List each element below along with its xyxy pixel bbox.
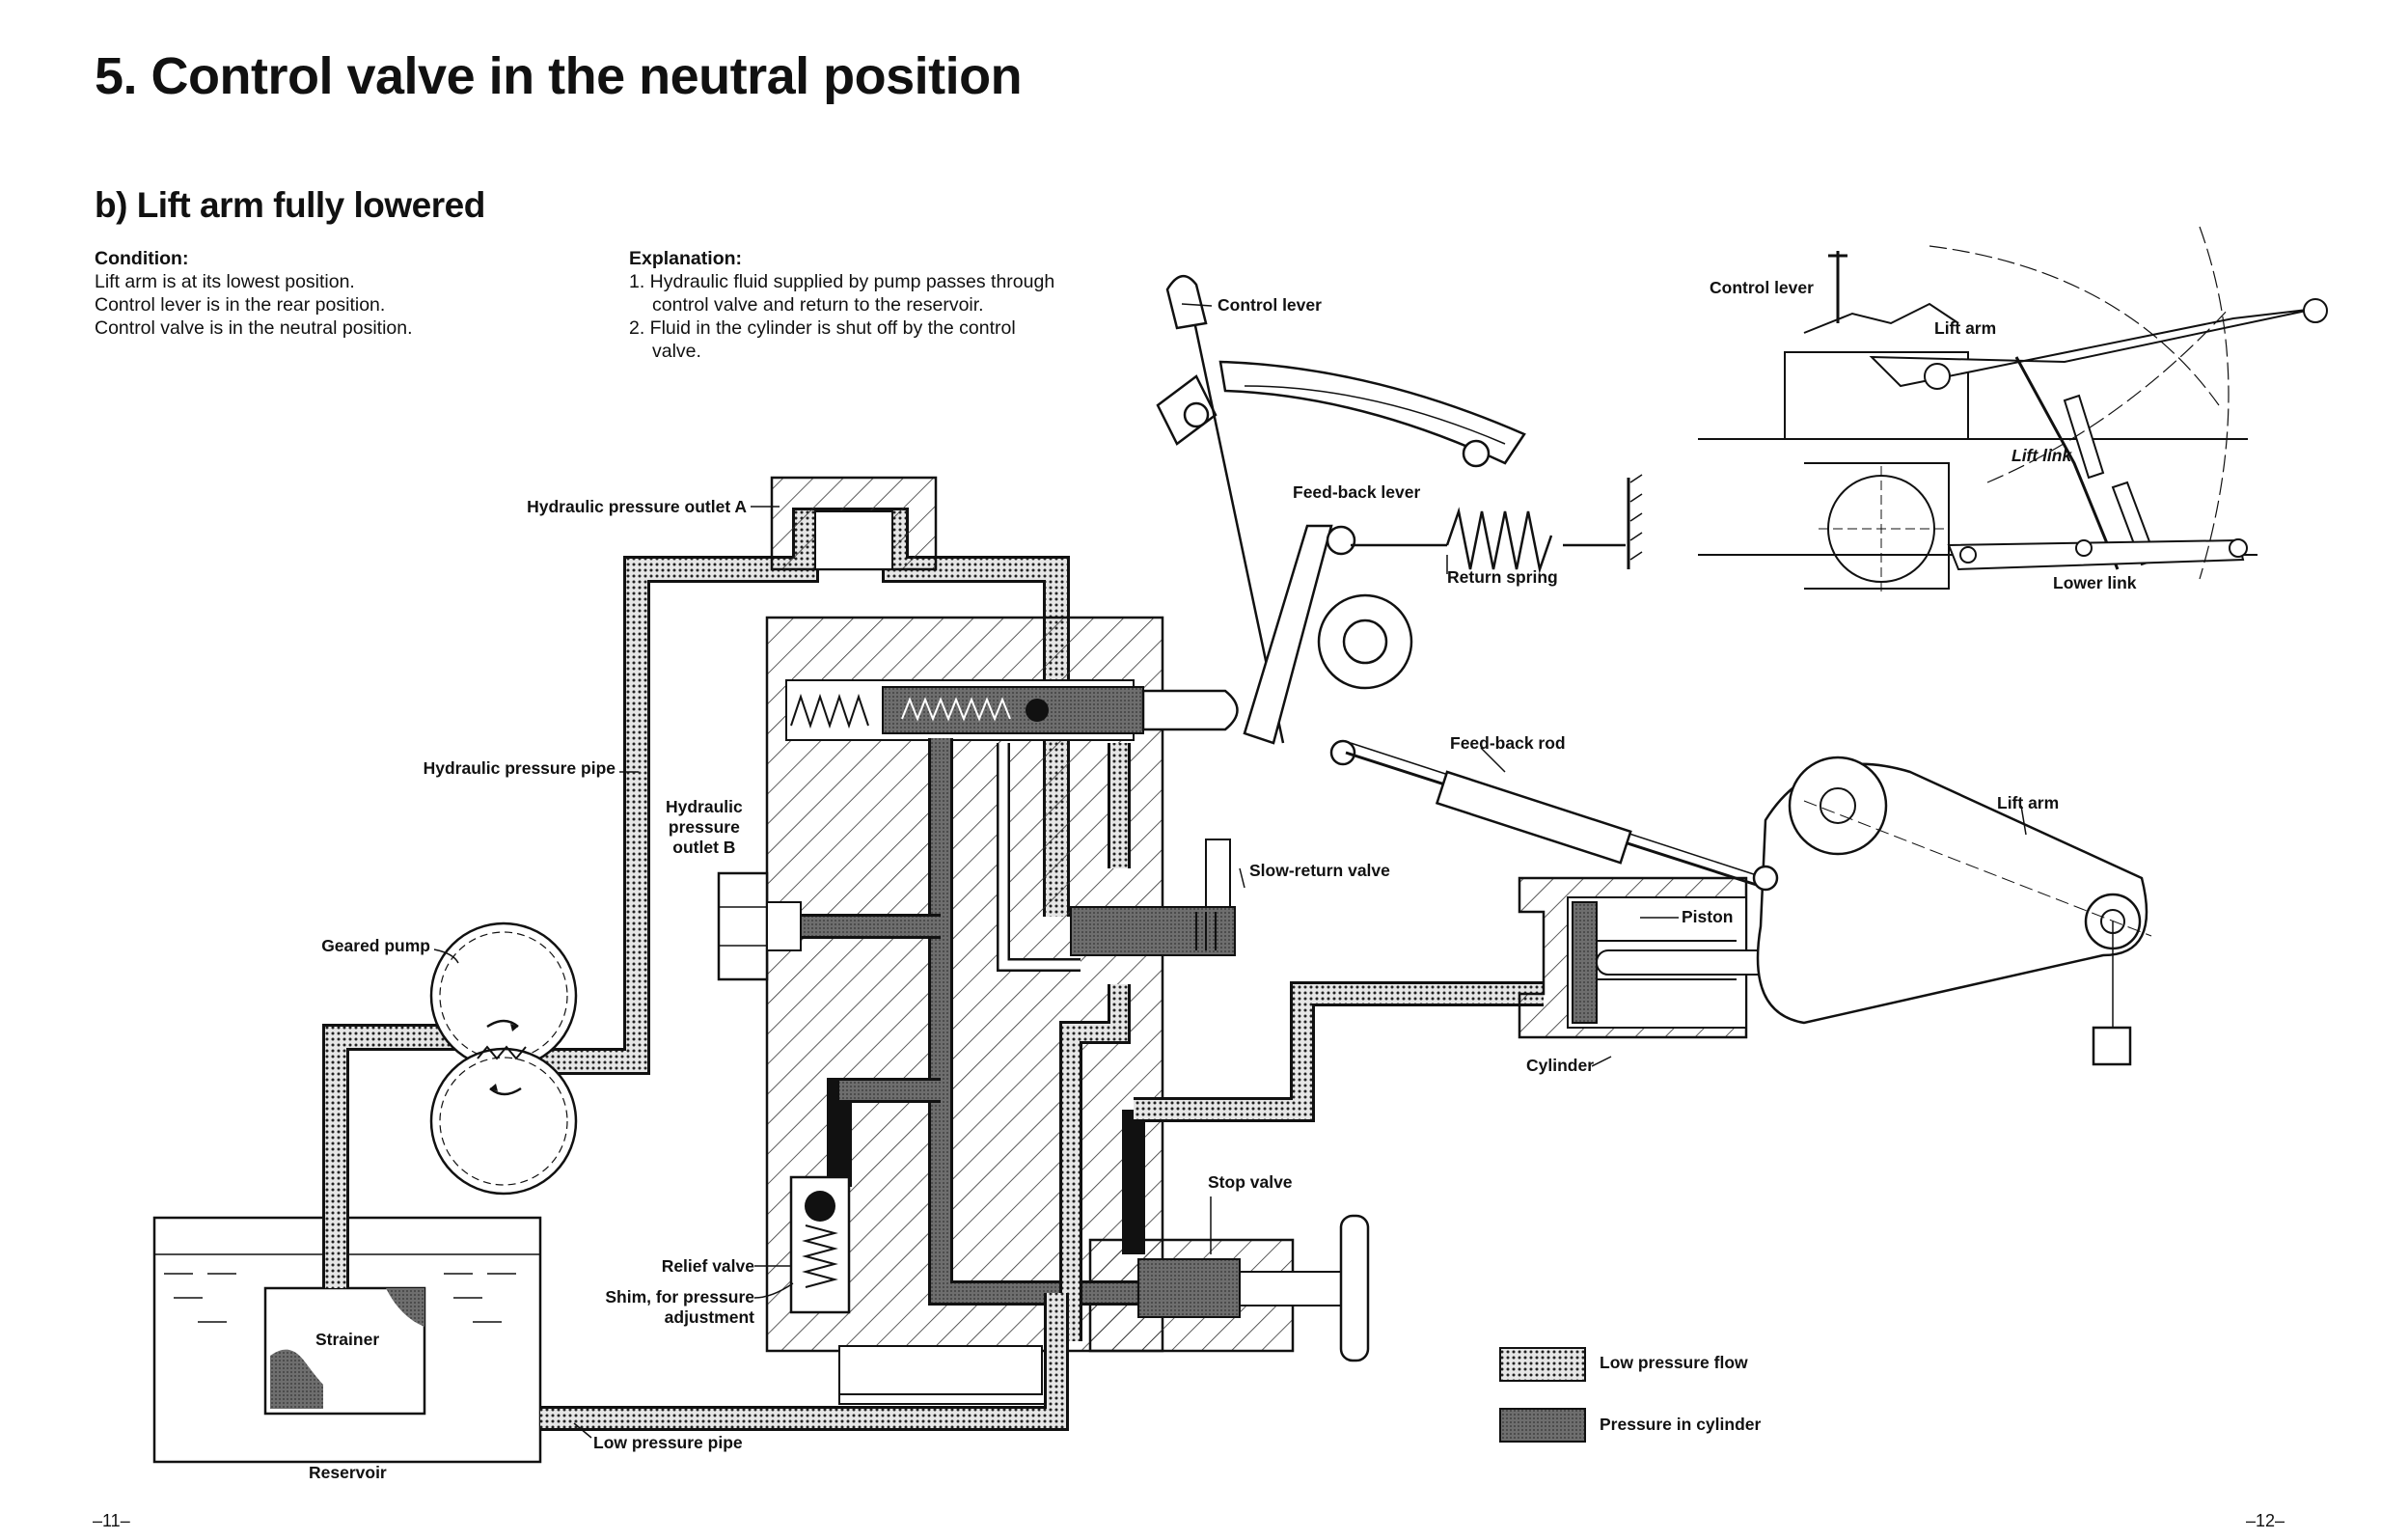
label-inset-lift-arm: Lift arm (1934, 318, 1997, 338)
geared-pump (429, 921, 578, 1196)
page-number-left: –11– (93, 1511, 130, 1530)
outlet-b-plug (717, 871, 802, 981)
internal-passages (801, 738, 1544, 1405)
label-inset-control-lever: Control lever (1710, 278, 1814, 297)
explanation-block: Explanation: 1. Hydraulic fluid supplied… (629, 247, 1054, 363)
legend-swatch-pressure-cylinder (1499, 1408, 1586, 1443)
explanation-line: control valve and return to the reservoi… (652, 294, 984, 316)
label-strainer: Strainer (315, 1330, 380, 1349)
label-outlet-b-line: Hydraulic (666, 797, 743, 816)
slow-return-valve (1070, 839, 1236, 956)
label-lift-arm: Lift arm (1997, 793, 2060, 812)
condition-block: Condition: Lift arm is at its lowest pos… (95, 247, 413, 340)
label-inset-lower-link: Lower link (2053, 573, 2137, 592)
legend-pressure-in-cylinder: Pressure in cylinder (1600, 1415, 1762, 1434)
label-outlet-b-line: pressure (668, 817, 740, 837)
label-shim-line: adjustment (664, 1307, 754, 1327)
label-slow-return-valve: Slow-return valve (1249, 861, 1390, 880)
condition-line: Control lever is in the rear position. (95, 294, 386, 316)
label-outlet-b-line: outlet B (672, 838, 736, 857)
condition-line: Control valve is in the neutral position… (95, 317, 413, 339)
label-hydraulic-pressure-outlet-a: Hydraulic pressure outlet A (527, 497, 747, 516)
label-hydraulic-pressure-outlet-b: Hydraulic pressure outlet B (666, 797, 743, 858)
label-stop-valve: Stop valve (1208, 1172, 1293, 1192)
feedback-rod-and-lift-arm (1345, 742, 2152, 1066)
explanation-line: valve. (652, 341, 701, 362)
cylinder (1518, 876, 1800, 1039)
explanation-line: 2. Fluid in the cylinder is shut off by … (629, 317, 1016, 339)
condition-line: Lift arm is at its lowest position. (95, 271, 355, 292)
relief-valve (789, 1175, 851, 1314)
page-title: 5. Control valve in the neutral position (95, 47, 1023, 105)
control-spool (882, 686, 1239, 734)
page-number-right: –12– (2246, 1511, 2285, 1530)
inset-tractor-linkage (1698, 226, 2328, 591)
label-return-spring: Return spring (1447, 567, 1558, 587)
explanation-line: 1. Hydraulic fluid supplied by pump pass… (629, 271, 1055, 292)
control-lever-linkage (1156, 275, 1643, 766)
legend-swatch-low-pressure (1499, 1347, 1586, 1382)
leader-lines (433, 303, 2027, 1439)
label-shim: Shim, for pressure adjustment (605, 1287, 754, 1328)
stop-valve (1137, 1214, 1370, 1362)
suction-pipe (322, 1024, 458, 1288)
explanation-heading: Explanation: (629, 248, 743, 269)
label-control-lever: Control lever (1218, 295, 1322, 315)
legend-low-pressure-flow: Low pressure flow (1600, 1353, 1748, 1372)
strainer (263, 1286, 426, 1416)
label-feedback-lever: Feed-back lever (1293, 482, 1421, 502)
label-feedback-rod: Feed-back rod (1450, 733, 1566, 753)
section-subtitle: b) Lift arm fully lowered (95, 185, 485, 225)
label-piston: Piston (1682, 907, 1734, 926)
label-cylinder: Cylinder (1526, 1056, 1595, 1075)
label-inset-lift-link: Lift link (2011, 446, 2072, 465)
condition-heading: Condition: (95, 248, 189, 269)
label-reservoir: Reservoir (309, 1463, 387, 1482)
label-relief-valve: Relief valve (661, 1256, 754, 1276)
label-hydraulic-pressure-pipe: Hydraulic pressure pipe (423, 758, 616, 778)
label-low-pressure-pipe: Low pressure pipe (593, 1433, 743, 1452)
label-shim-line: Shim, for pressure (605, 1287, 754, 1306)
label-geared-pump: Geared pump (321, 936, 430, 955)
